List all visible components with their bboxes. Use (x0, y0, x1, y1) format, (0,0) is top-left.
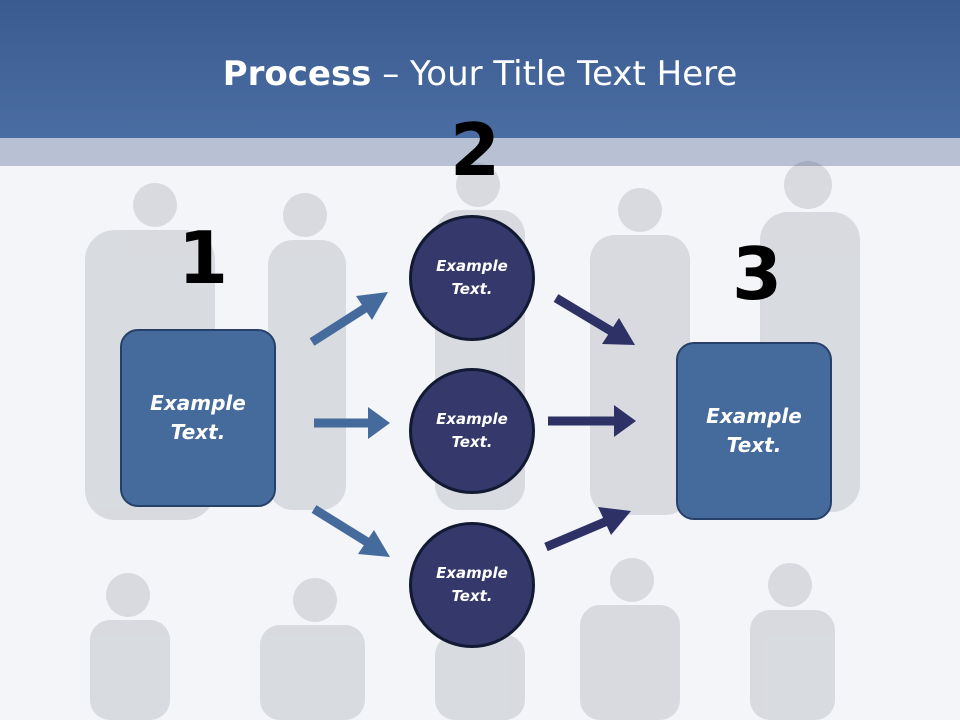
step-number-1: 1 (178, 216, 229, 300)
arrowhead-bottom-left (358, 530, 390, 557)
page-title: Process – Your Title Text Here (0, 52, 960, 96)
step-3-box: Example Text. (676, 342, 832, 520)
step-number-2: 2 (450, 108, 501, 192)
arrow-to-bottom-circle (311, 505, 375, 549)
left-arrows (309, 292, 390, 557)
arrowhead-middle-left (368, 407, 390, 439)
arrow-to-top-circle (309, 301, 373, 346)
circle-top-text: Example Text. (436, 257, 508, 298)
title-bar-band (0, 138, 960, 166)
title-bold: Process (222, 54, 372, 94)
title-rest: – Your Title Text Here (371, 54, 738, 94)
right-arrows (544, 294, 636, 552)
arrowhead-middle-right (614, 405, 636, 437)
circle-bottom-text: Example Text. (436, 564, 508, 605)
step-2-circle-middle: Example Text. (409, 368, 535, 494)
arrowhead-bottom-right (598, 507, 631, 535)
step-2-circle-top: Example Text. (409, 215, 535, 341)
step-3-text: Example Text. (706, 404, 802, 457)
step-2-circle-bottom: Example Text. (409, 522, 535, 648)
title-bar (0, 0, 960, 138)
step-1-box: Example Text. (120, 329, 276, 507)
arrow-from-bottom-circle (544, 514, 614, 552)
arrowhead-top-right (602, 318, 635, 345)
arrowhead-top-left (356, 292, 388, 320)
circle-middle-text: Example Text. (436, 410, 508, 451)
step-number-3: 3 (732, 232, 783, 316)
arrow-from-top-circle (553, 294, 619, 338)
step-1-text: Example Text. (150, 391, 246, 444)
